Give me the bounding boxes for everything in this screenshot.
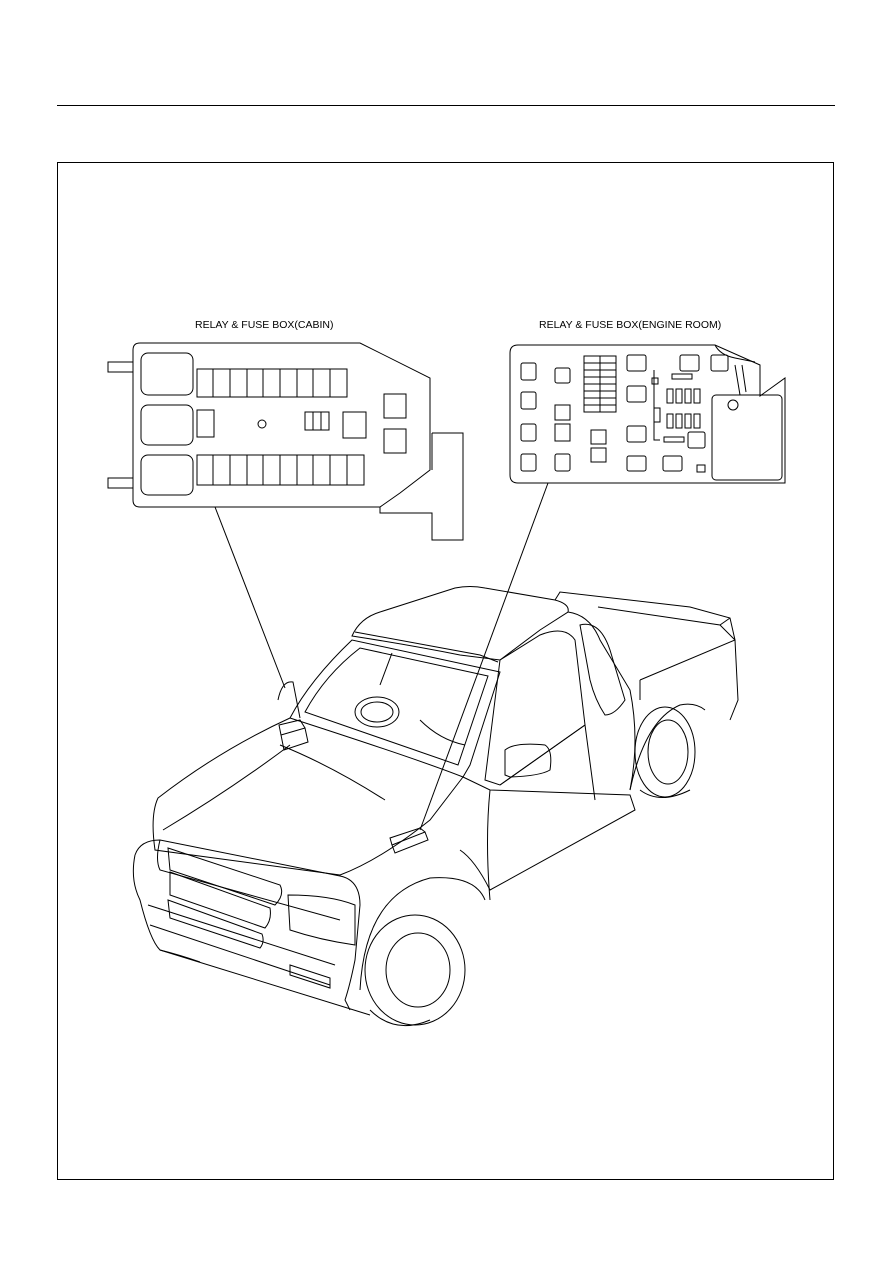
cabin-relay-1	[141, 353, 193, 395]
cabin-fuse-box-label: RELAY & FUSE BOX(CABIN)	[195, 319, 334, 331]
figure-frame	[57, 162, 834, 1180]
engine-fuse-box-label: RELAY & FUSE BOX(ENGINE ROOM)	[539, 319, 722, 331]
pickup-truck	[133, 587, 738, 1026]
cabin-fuse-row-top	[197, 369, 347, 397]
header-rule	[57, 105, 835, 106]
cabin-fuse-row-bottom	[197, 455, 364, 485]
cabin-relay-2	[141, 405, 193, 445]
cabin-relay-3	[141, 455, 193, 495]
cabin-fuse-box	[108, 343, 463, 540]
cabin-leader-line	[215, 507, 285, 688]
engine-fuse-box	[510, 345, 785, 483]
engine-fuse-stack	[584, 356, 616, 412]
